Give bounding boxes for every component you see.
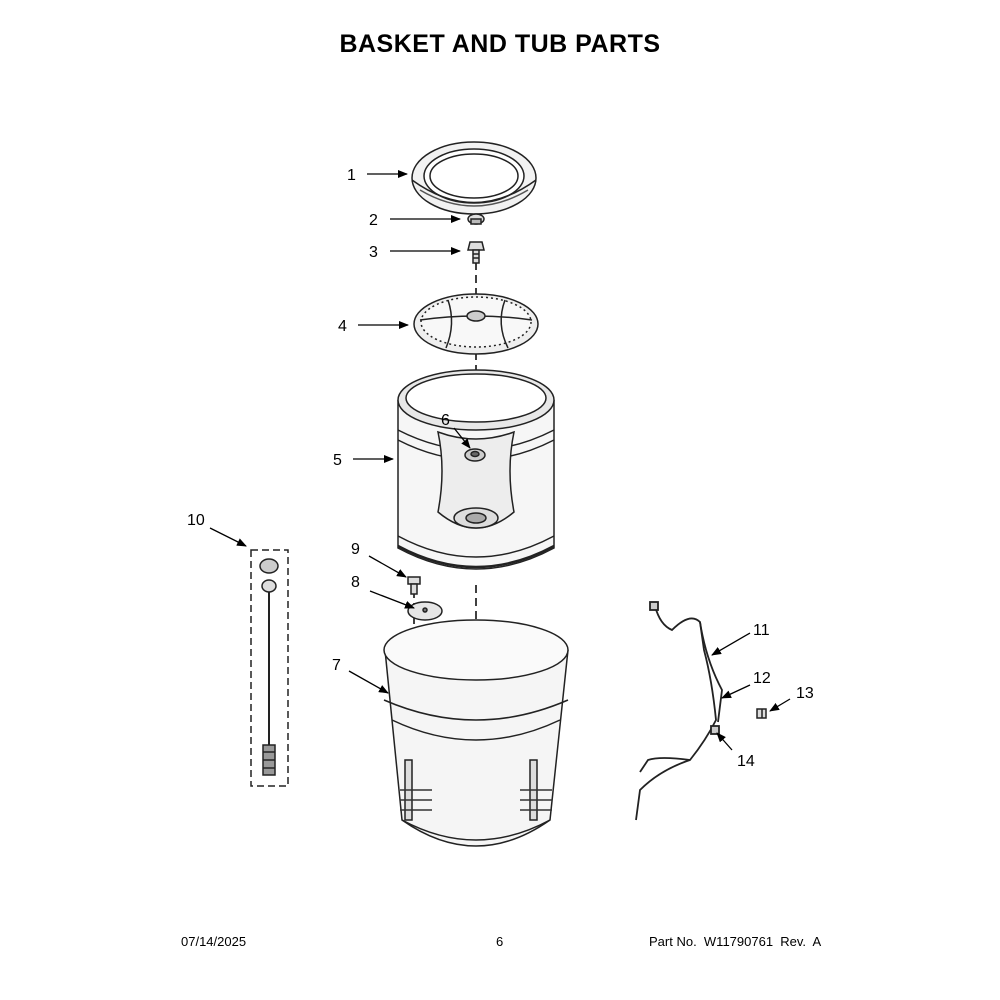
footer-date: 07/14/2025 bbox=[181, 934, 247, 949]
callout-3: 3 bbox=[369, 244, 378, 261]
clip-part bbox=[756, 708, 767, 719]
basket-part bbox=[397, 369, 555, 570]
callout-11: 11 bbox=[753, 622, 770, 639]
nut-part bbox=[464, 448, 486, 462]
callout-10: 10 bbox=[187, 512, 205, 529]
callout-13: 13 bbox=[796, 685, 814, 702]
callout-12: 12 bbox=[753, 670, 771, 687]
tub-part bbox=[383, 619, 569, 847]
footer-part-number: Part No. W11790761 Rev. A bbox=[649, 934, 822, 949]
footer-page-number: 6 bbox=[496, 934, 504, 949]
disc-part bbox=[407, 601, 443, 621]
callout-2: 2 bbox=[369, 212, 378, 229]
impeller-part bbox=[413, 293, 539, 355]
callout-4: 4 bbox=[338, 318, 347, 335]
callout-9: 9 bbox=[351, 541, 360, 558]
wire-harness-part bbox=[635, 601, 723, 821]
page-title: BASKET AND TUB PARTS bbox=[339, 30, 661, 58]
callout-1: 1 bbox=[347, 167, 356, 184]
suspension-rod-part bbox=[250, 549, 289, 787]
callout-7: 7 bbox=[332, 657, 341, 674]
callout-14: 14 bbox=[737, 753, 755, 770]
callout-labels: 1 2 3 4 5 6 7 8 9 10 11 12 13 14 bbox=[187, 167, 814, 770]
cap-part bbox=[467, 213, 485, 225]
callout-arrows bbox=[209, 170, 791, 751]
callout-5: 5 bbox=[333, 452, 342, 469]
callout-6: 6 bbox=[441, 412, 450, 429]
bolt-part bbox=[467, 241, 485, 264]
callout-8: 8 bbox=[351, 574, 360, 591]
screw-part bbox=[407, 576, 421, 595]
basket-ring-part bbox=[411, 141, 537, 215]
